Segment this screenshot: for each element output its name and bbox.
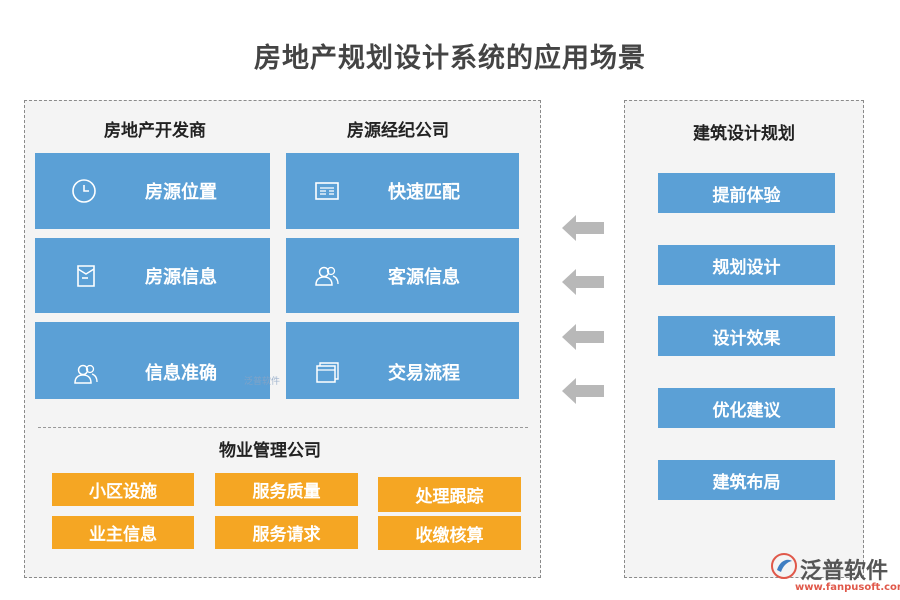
item-planning-design: 规划设计 [658, 245, 835, 285]
design-heading: 建筑设计规划 [693, 124, 795, 144]
page-title: 房地产规划设计系统的应用场景 [254, 43, 646, 74]
fanpu-logo-icon [771, 553, 797, 579]
tile-label: 房源信息 [145, 266, 217, 288]
arrow-left-icon [562, 378, 604, 404]
developer-heading: 房地产开发商 [104, 121, 206, 141]
arrow-left-icon [562, 269, 604, 295]
arrow-left-icon [562, 215, 604, 241]
logo-url: www.fanpusoft.com [795, 582, 900, 593]
tag-owner-info: 业主信息 [52, 516, 194, 549]
tile-label: 信息准确 [145, 363, 217, 384]
agency-heading: 房源经纪公司 [347, 121, 449, 141]
tile-house-info: 房源信息 [35, 238, 270, 313]
watermark-logo: 泛普软件 [244, 377, 281, 387]
tag-service-request: 服务请求 [215, 516, 358, 549]
tag-service-quality: 服务质量 [215, 473, 358, 506]
arrow-left-icon [562, 324, 604, 350]
item-design-effect: 设计效果 [658, 316, 835, 356]
divider [38, 427, 528, 428]
tile-label: 交易流程 [388, 363, 460, 384]
tag-fee-accounting: 收缴核算 [378, 516, 521, 550]
clock-icon [72, 179, 96, 203]
logo-name: 泛普软件 [800, 559, 889, 584]
tile-info-accurate: 信息准确 [35, 322, 270, 399]
document-icon [77, 264, 95, 287]
item-preview-experience: 提前体验 [658, 173, 835, 213]
tile-client-info: 客源信息 [286, 238, 519, 313]
id-card-icon [315, 182, 339, 200]
tile-label: 快速匹配 [388, 182, 460, 203]
property-heading: 物业管理公司 [219, 441, 321, 461]
windows-icon [316, 362, 339, 383]
users-icon [315, 266, 339, 286]
tag-community-facilities: 小区设施 [52, 473, 194, 506]
tile-house-location: 房源位置 [35, 153, 270, 229]
tile-label: 客源信息 [388, 266, 460, 288]
users-icon [74, 364, 98, 384]
item-building-layout: 建筑布局 [658, 460, 835, 500]
tile-quick-match: 快速匹配 [286, 153, 519, 229]
tag-tracking: 处理跟踪 [378, 477, 521, 512]
tile-transaction-flow: 交易流程 [286, 322, 519, 399]
item-optimization: 优化建议 [658, 388, 835, 428]
tile-label: 房源位置 [145, 182, 217, 203]
